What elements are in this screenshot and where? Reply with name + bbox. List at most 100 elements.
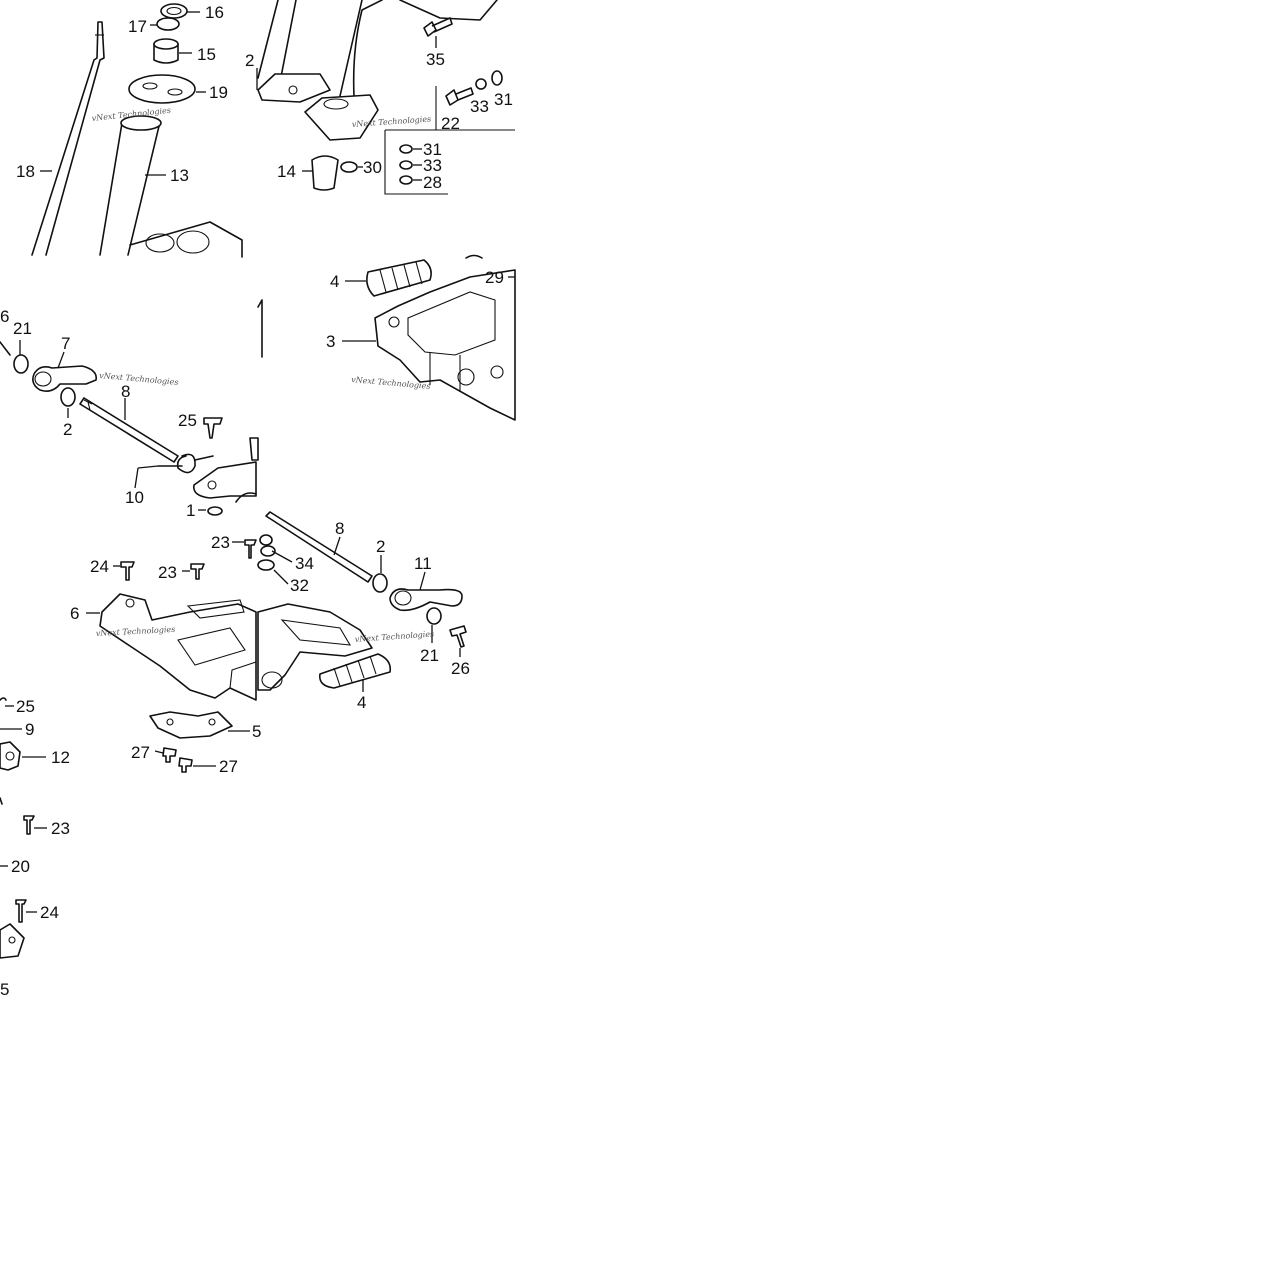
watermark-4: vNext Technologies: [99, 371, 179, 387]
label-24a: 24: [90, 557, 109, 576]
watermark-6: vNext Technologies: [96, 625, 176, 638]
grip-part-4a: [366, 259, 432, 297]
label-28: 28: [423, 173, 442, 192]
panel-steering-column: 16 17 15 19 13 18 vNext Technologies: [16, 3, 243, 258]
label-8b: 8: [335, 519, 344, 538]
screw-part-27a: [162, 747, 177, 763]
bolt-part-23a: [244, 539, 257, 559]
bolt-part-24a: [120, 561, 135, 581]
label-11: 11: [414, 554, 432, 573]
bolt-part-23b: [190, 563, 205, 580]
column-base-block: [129, 221, 243, 258]
label-18: 18: [16, 162, 35, 181]
washer-part-31a: [491, 70, 503, 86]
label-2b: 2: [63, 420, 72, 439]
label-27b: 27: [219, 757, 238, 776]
figure-number-1: [257, 299, 263, 358]
plate-part-5a: [149, 711, 233, 739]
pedal-arm: [193, 461, 257, 499]
bolt-part-26: [449, 625, 467, 648]
label-5b: 5: [0, 980, 9, 999]
frame-part-3: [374, 269, 516, 421]
spring-part-10: [157, 453, 214, 474]
label-33b: 33: [423, 156, 442, 175]
label-10: 10: [125, 488, 144, 507]
bushing-part-21a: [13, 354, 29, 374]
nut-part-28: [399, 175, 413, 185]
fitting-part-12: [0, 741, 21, 771]
label-23b: 23: [158, 563, 177, 582]
washer-part-16: [160, 3, 188, 19]
hardware-box: [384, 86, 515, 195]
label-33a: 33: [470, 97, 489, 116]
tube-part-13: [99, 116, 161, 256]
label-12: 12: [51, 748, 70, 767]
shaft-part-8a: [79, 397, 179, 463]
bushing-part-21b: [426, 607, 442, 625]
label-30: 30: [363, 158, 382, 177]
label-13: 13: [170, 166, 189, 185]
panel-left-shaft: 6 21 7 8 2 25 10 1 vNext Technologies: [0, 307, 259, 520]
washer-part-2b: [60, 387, 76, 407]
label-1b: 1: [186, 501, 195, 520]
label-23a: 23: [211, 533, 230, 552]
panel-bottom-hardware: 25 9 12 23 20 24 5: [0, 697, 70, 999]
label-25b: 25: [16, 697, 35, 716]
plate-part-19: [128, 74, 196, 104]
label-17: 17: [128, 17, 147, 36]
washer-part-32: [257, 559, 275, 571]
bracket-foot: [304, 94, 379, 141]
panel-right-shaft: 23 34 32 8 2 11 21 26 4 vNext Technologi…: [211, 511, 470, 712]
bracket-flange: [257, 73, 331, 103]
bracket-part-6: [99, 593, 257, 701]
label-4b: 4: [357, 693, 366, 712]
label-2c: 2: [376, 537, 385, 556]
label-4a: 4: [330, 272, 339, 291]
washer-part-2c: [372, 573, 388, 593]
label-23c: 23: [51, 819, 70, 838]
grip-part-4b: [318, 653, 392, 689]
washer-part-33a: [475, 78, 487, 90]
label-9: 9: [25, 720, 34, 739]
label-21b: 21: [420, 646, 439, 665]
label-15: 15: [197, 45, 216, 64]
bolt-part-23c: [23, 815, 35, 835]
label-2a: 2: [245, 51, 254, 70]
label-31b: 31: [423, 140, 442, 159]
bolt-part-25a: [203, 417, 223, 439]
washer-part-34: [259, 534, 273, 546]
label-19: 19: [209, 83, 228, 102]
lever-part-11: [389, 588, 463, 612]
watermark-5: vNext Technologies: [355, 629, 435, 644]
label-35: 35: [426, 50, 445, 69]
label-8a: 8: [121, 382, 130, 401]
label-32: 32: [290, 576, 309, 595]
washer-part-33b: [399, 160, 413, 170]
label-3: 3: [326, 332, 335, 351]
label-6a: 6: [0, 307, 9, 326]
label-27a: 27: [131, 743, 150, 762]
label-5a: 5: [252, 722, 261, 741]
label-6b: 6: [70, 604, 79, 623]
bolt-part-24b: [15, 899, 27, 923]
screw-part-27b: [178, 757, 193, 773]
shaft-part-18: [31, 21, 105, 256]
label-14: 14: [277, 162, 296, 181]
label-7: 7: [61, 334, 70, 353]
label-22: 22: [441, 114, 460, 133]
label-20: 20: [11, 857, 30, 876]
panel-column-bracket: 2 35 22 33 31 14 30 31 33 28 vNext Techn…: [245, 0, 515, 195]
label-34: 34: [295, 554, 314, 573]
label-21a: 21: [13, 319, 32, 338]
bolt-part-35: [423, 17, 453, 37]
bracket-part-5b: [0, 923, 25, 959]
label-31a: 31: [494, 90, 513, 109]
shaft-part-8b: [265, 511, 373, 583]
bushing-part-14: [311, 155, 339, 191]
label-29: 29: [485, 268, 504, 287]
label-25a: 25: [178, 411, 197, 430]
panel-pedal-bracket: 24 23 6 5 27 27 vNext Technologies: [70, 557, 261, 776]
bracket-tube: [257, 0, 383, 97]
panel-footrest-frame: 4 29 3 vNext Technologies: [326, 254, 516, 421]
